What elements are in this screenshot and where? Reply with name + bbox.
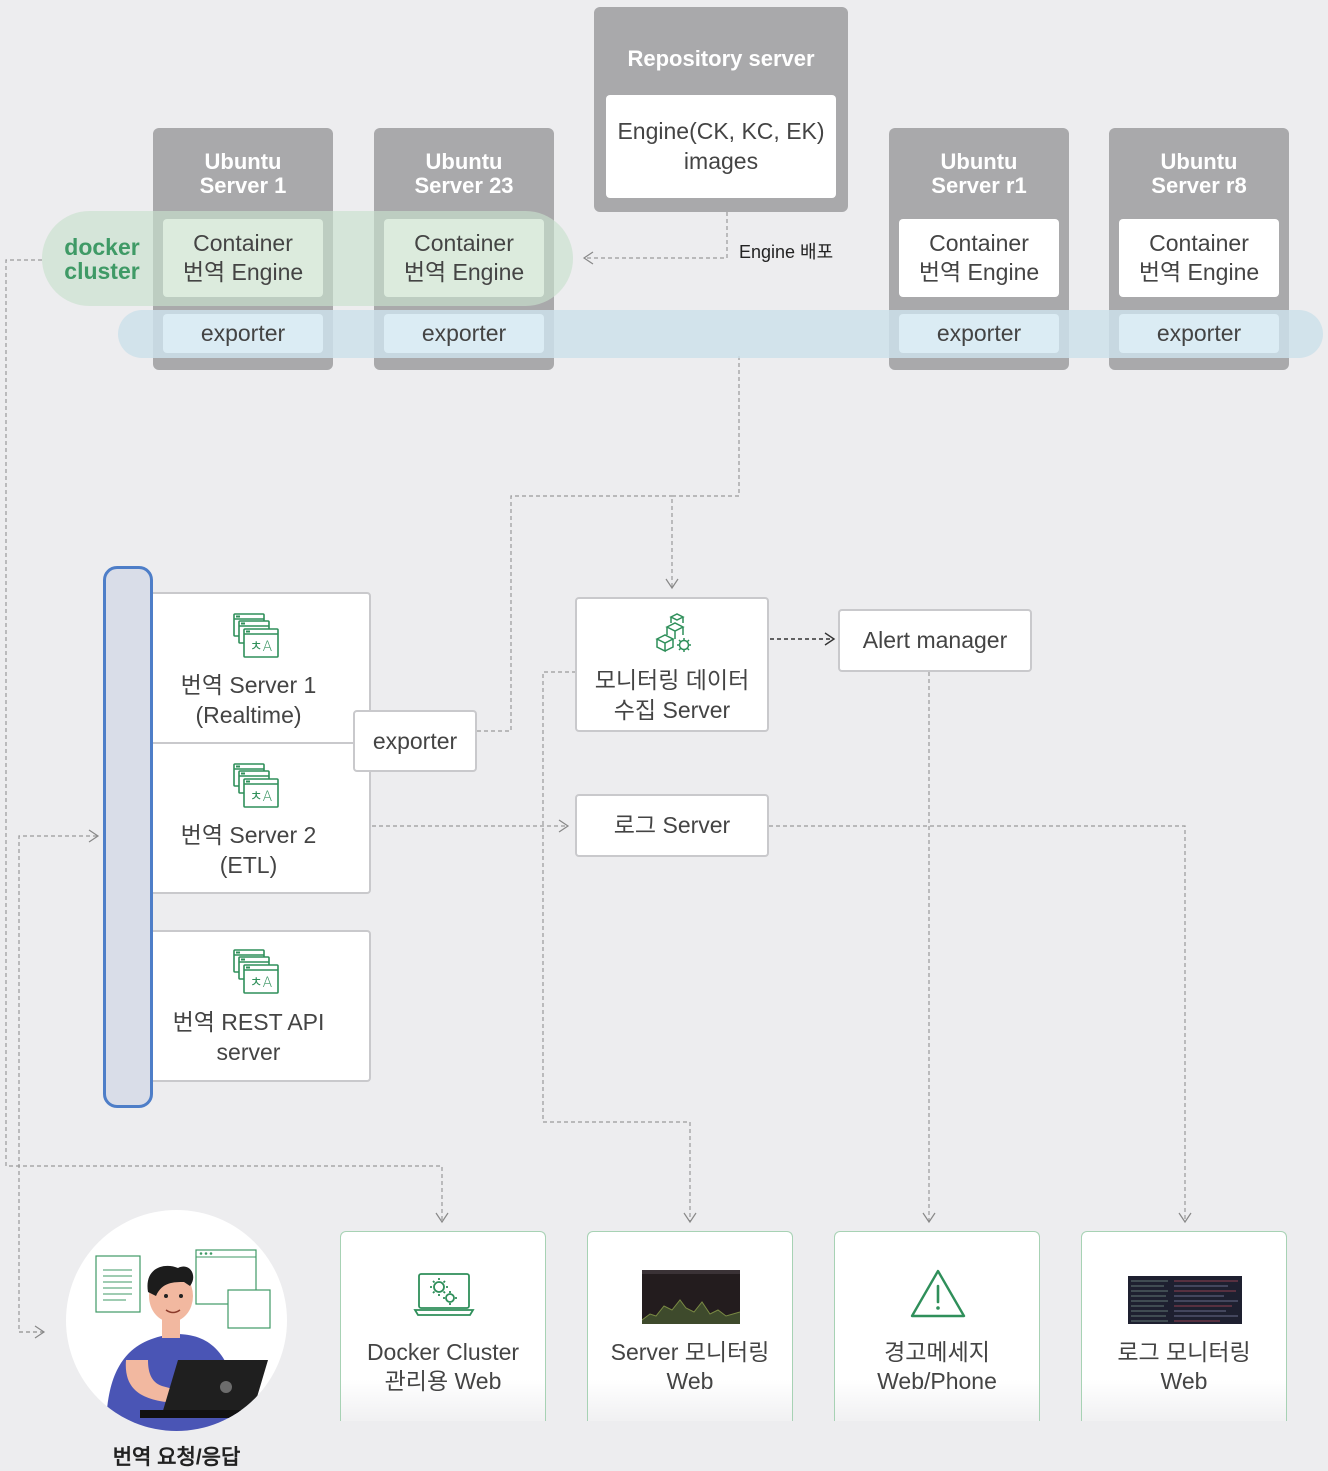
docker-cluster-web: Docker Cluster 관리용 Web <box>340 1231 546 1421</box>
engine-deploy-line <box>582 212 728 265</box>
server-monitoring-web-label: Server 모니터링 Web <box>588 1338 792 1396</box>
server-r8-container: Container 번역 Engine <box>1119 219 1279 297</box>
server-1-title-line1: Ubuntu <box>204 149 282 174</box>
log-monitoring-web-line1: 로그 모니터링 <box>1117 1339 1251 1365</box>
server-r1-title-line2: Server r1 <box>931 173 1027 198</box>
server-r8-container-line1: Container <box>1149 230 1249 256</box>
translation-server-2: ㅊA 번역 Server 2 (ETL) <box>126 742 371 894</box>
person-at-laptop-icon <box>95 1249 271 1431</box>
user-to-servers-line <box>18 829 100 1333</box>
server-r1-title: Ubuntu Server r1 <box>889 150 1069 198</box>
server-23-container-line2: 번역 Engine <box>403 259 525 285</box>
translation-server-1-label: 번역 Server 1 (Realtime) <box>128 670 369 730</box>
server-r8-exporter: exporter <box>1119 314 1279 353</box>
server-r8-title-line1: Ubuntu <box>1160 149 1238 174</box>
repository-content: Engine(CK, KC, EK) images <box>606 95 836 198</box>
translation-rest-api-label: 번역 REST API server <box>128 1007 369 1067</box>
blocks-gear-icon <box>655 613 691 653</box>
server-monitoring-web-line2: Web <box>666 1368 714 1394</box>
docker-cluster-line1: docker <box>64 234 140 260</box>
monitoring-chart-thumbnail <box>642 1270 740 1324</box>
log-to-web-line <box>769 825 1192 1224</box>
repository-content-line1: Engine(CK, KC, EK) <box>617 118 825 144</box>
repository-server: Repository server Engine(CK, KC, EK) ima… <box>594 7 848 212</box>
docker-cluster-web-line1: Docker Cluster <box>366 1339 520 1365</box>
server-1-container-line1: Container <box>193 230 293 256</box>
repository-title: Repository server <box>627 46 815 71</box>
server-r1-container-line1: Container <box>929 230 1029 256</box>
translation-server-1-line2: (Realtime) <box>195 702 302 728</box>
server-23-title-line1: Ubuntu <box>425 149 503 174</box>
server-r1-container-line2: 번역 Engine <box>918 259 1040 285</box>
warning-message-web-line1: 경고메세지 <box>884 1339 990 1365</box>
translation-rest-api-line1: 번역 REST API <box>172 1009 325 1035</box>
translation-rest-api-line2: server <box>216 1039 281 1065</box>
server-23-container: Container 번역 Engine <box>384 219 544 297</box>
server-23-container-line1: Container <box>414 230 514 256</box>
translation-server-1: ㅊA 번역 Server 1 (Realtime) <box>126 592 371 744</box>
server-23-title: Ubuntu Server 23 <box>374 150 554 198</box>
user-illustration <box>66 1210 287 1431</box>
monitoring-to-web-line <box>542 671 697 1224</box>
server-r8-title: Ubuntu Server r8 <box>1109 150 1289 198</box>
translation-server-2-label: 번역 Server 2 (ETL) <box>128 820 369 880</box>
server-r1-container: Container 번역 Engine <box>899 219 1059 297</box>
warning-icon <box>910 1269 966 1318</box>
svg-text:ㅊA: ㅊA <box>250 975 273 991</box>
docker-cluster-web-line2: 관리용 Web <box>384 1368 502 1394</box>
log-monitoring-web-line2: Web <box>1160 1368 1208 1394</box>
svg-text:ㅊA: ㅊA <box>250 789 273 805</box>
server-1-title: Ubuntu Server 1 <box>153 150 333 198</box>
server-r1-title-line1: Ubuntu <box>940 149 1018 174</box>
translation-server-1-line1: 번역 Server 1 <box>180 672 317 698</box>
log-monitoring-web-label: 로그 모니터링 Web <box>1082 1338 1286 1396</box>
translate-icon: ㅊA <box>233 613 279 658</box>
middle-exporter: exporter <box>353 710 477 772</box>
middle-exporter-line <box>477 495 672 732</box>
log-monitoring-web: 로그 모니터링 Web <box>1081 1231 1287 1421</box>
alert-manager: Alert manager <box>838 609 1032 672</box>
warning-message-web: 경고메세지 Web/Phone <box>834 1231 1040 1421</box>
repository-content-line2: images <box>683 148 759 174</box>
server-r1-exporter: exporter <box>899 314 1059 353</box>
monitoring-server-line1: 모니터링 데이터 <box>594 667 750 693</box>
svg-text:ㅊA: ㅊA <box>250 639 273 655</box>
server-1-title-line2: Server 1 <box>199 173 287 198</box>
translate-icon: ㅊA <box>233 763 279 808</box>
docker-cluster-line2: cluster <box>64 258 140 284</box>
translate-icon: ㅊA <box>233 949 279 994</box>
monitoring-data-server-label: 모니터링 데이터 수집 Server <box>577 665 767 725</box>
server-23-title-line2: Server 23 <box>414 173 514 198</box>
log-server: 로그 Server <box>575 794 769 857</box>
translation-server-2-line2: (ETL) <box>219 852 278 878</box>
log-screen-thumbnail <box>1128 1276 1242 1324</box>
warning-message-web-line2: Web/Phone <box>877 1368 997 1394</box>
server-23-exporter: exporter <box>384 314 544 353</box>
laptop-gear-icon <box>413 1273 475 1316</box>
load-balancer-rail <box>103 566 153 1108</box>
cluster-to-web-line <box>5 259 449 1224</box>
docker-cluster-web-label: Docker Cluster 관리용 Web <box>341 1338 545 1396</box>
server-r8-title-line2: Server r8 <box>1151 173 1247 198</box>
server-1-container-line2: 번역 Engine <box>182 259 304 285</box>
monitoring-data-server: 모니터링 데이터 수집 Server <box>575 597 769 732</box>
server-r8-container-line2: 번역 Engine <box>1138 259 1260 285</box>
server-monitoring-web-line1: Server 모니터링 <box>610 1339 770 1365</box>
server-1-container: Container 번역 Engine <box>163 219 323 297</box>
monitoring-server-line2: 수집 Server <box>613 697 731 723</box>
translation-rest-api-server: ㅊA 번역 REST API server <box>126 930 371 1082</box>
exporters-to-monitoring-line <box>665 356 740 590</box>
docker-cluster-label: docker cluster <box>54 235 150 283</box>
server-1-exporter: exporter <box>163 314 323 353</box>
server-monitoring-web: Server 모니터링 Web <box>587 1231 793 1421</box>
warning-message-web-label: 경고메세지 Web/Phone <box>835 1338 1039 1396</box>
translation-request-caption: 번역 요청/응답 <box>112 1446 241 1469</box>
translation-server-2-line1: 번역 Server 2 <box>180 822 317 848</box>
engine-deploy-label: Engine 배포 <box>739 242 834 262</box>
